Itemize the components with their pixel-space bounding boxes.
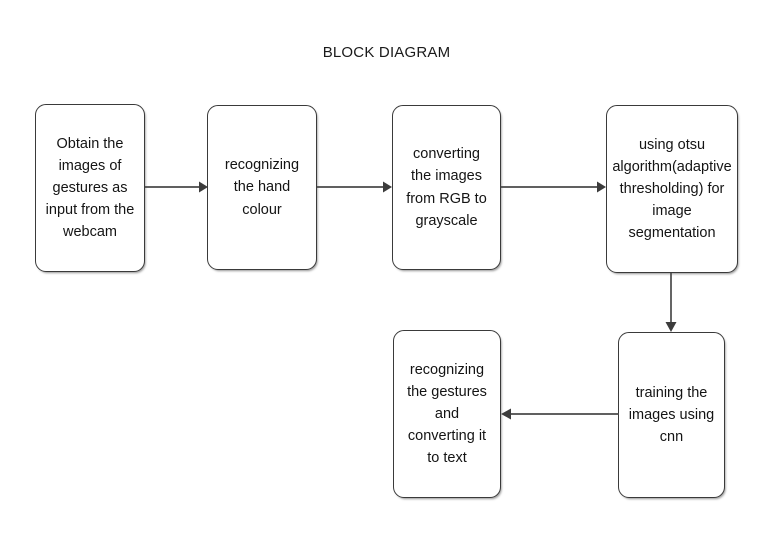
node-output: recognizing the gestures and converting …	[393, 330, 501, 498]
node-grayscale-label: converting the images from RGB to graysc…	[406, 146, 487, 229]
page-title: BLOCK DIAGRAM	[322, 44, 451, 61]
node-hand-colour-label: recognizing the hand colour	[224, 157, 300, 218]
node-capture-label: Obtain the images of gestures as input f…	[45, 135, 135, 241]
node-hand-colour: recognizing the hand colour	[207, 105, 317, 270]
connector-grayscale-to-segmentation	[501, 177, 607, 197]
connector-capture-to-hand-colour	[145, 177, 209, 197]
connector-training-to-output	[501, 404, 619, 424]
node-output-label: recognizing the gestures and converting …	[407, 361, 487, 467]
connector-segmentation-to-training	[661, 273, 681, 333]
node-grayscale: converting the images from RGB to graysc…	[392, 105, 501, 270]
node-training-label: training the images using cnn	[628, 384, 715, 446]
node-training: training the images using cnn	[618, 332, 725, 498]
node-segmentation: using otsu algorithm(adaptive thresholdi…	[606, 105, 738, 273]
node-capture: Obtain the images of gestures as input f…	[35, 104, 145, 272]
connector-hand-colour-to-grayscale	[317, 177, 393, 197]
node-segmentation-label: using otsu algorithm(adaptive thresholdi…	[612, 136, 732, 242]
